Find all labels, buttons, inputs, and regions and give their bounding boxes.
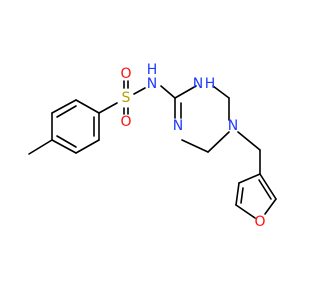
bond xyxy=(75,139,100,154)
furan-oxygen-atom: O xyxy=(254,214,265,230)
methyl-bond xyxy=(28,139,53,155)
bond xyxy=(160,85,176,99)
sulfur-atom: S xyxy=(122,90,131,106)
oxygen-atom-top: O xyxy=(120,66,131,82)
bond xyxy=(238,173,261,184)
bond xyxy=(235,204,256,219)
bond xyxy=(207,131,230,153)
ring-double-n-atom: N xyxy=(173,118,183,134)
bond xyxy=(133,87,146,95)
ring-nh-n-atom: N xyxy=(193,76,203,92)
bond-double xyxy=(56,135,77,148)
sulfonamide-n-atom: N xyxy=(147,76,157,92)
bond xyxy=(51,139,77,154)
bond-double xyxy=(56,105,77,118)
ring-nh-h-atom: H xyxy=(205,76,216,92)
bond-double xyxy=(240,187,244,204)
structure-drawing: S O O N H N H N N O xyxy=(28,62,277,230)
bond xyxy=(237,131,261,151)
bond xyxy=(98,102,118,114)
bond-double xyxy=(258,179,272,200)
bond xyxy=(212,85,230,99)
toluene-ring xyxy=(28,99,100,155)
bond xyxy=(259,173,277,200)
ring-alkyl-n-atom: N xyxy=(228,118,238,134)
bond xyxy=(235,182,240,206)
sulfonamide-h-atom: H xyxy=(147,62,158,78)
bond xyxy=(75,99,100,114)
oxygen-atom-bottom: O xyxy=(120,114,131,130)
bond xyxy=(264,198,277,215)
bond xyxy=(181,139,209,153)
bond xyxy=(174,85,197,99)
triazine-ring xyxy=(174,85,230,153)
sulfonyl-bonds xyxy=(123,80,129,115)
bond xyxy=(51,99,77,114)
molecule-canvas: S O O N H N H N N O xyxy=(28,62,277,230)
furan-ring xyxy=(235,173,277,219)
